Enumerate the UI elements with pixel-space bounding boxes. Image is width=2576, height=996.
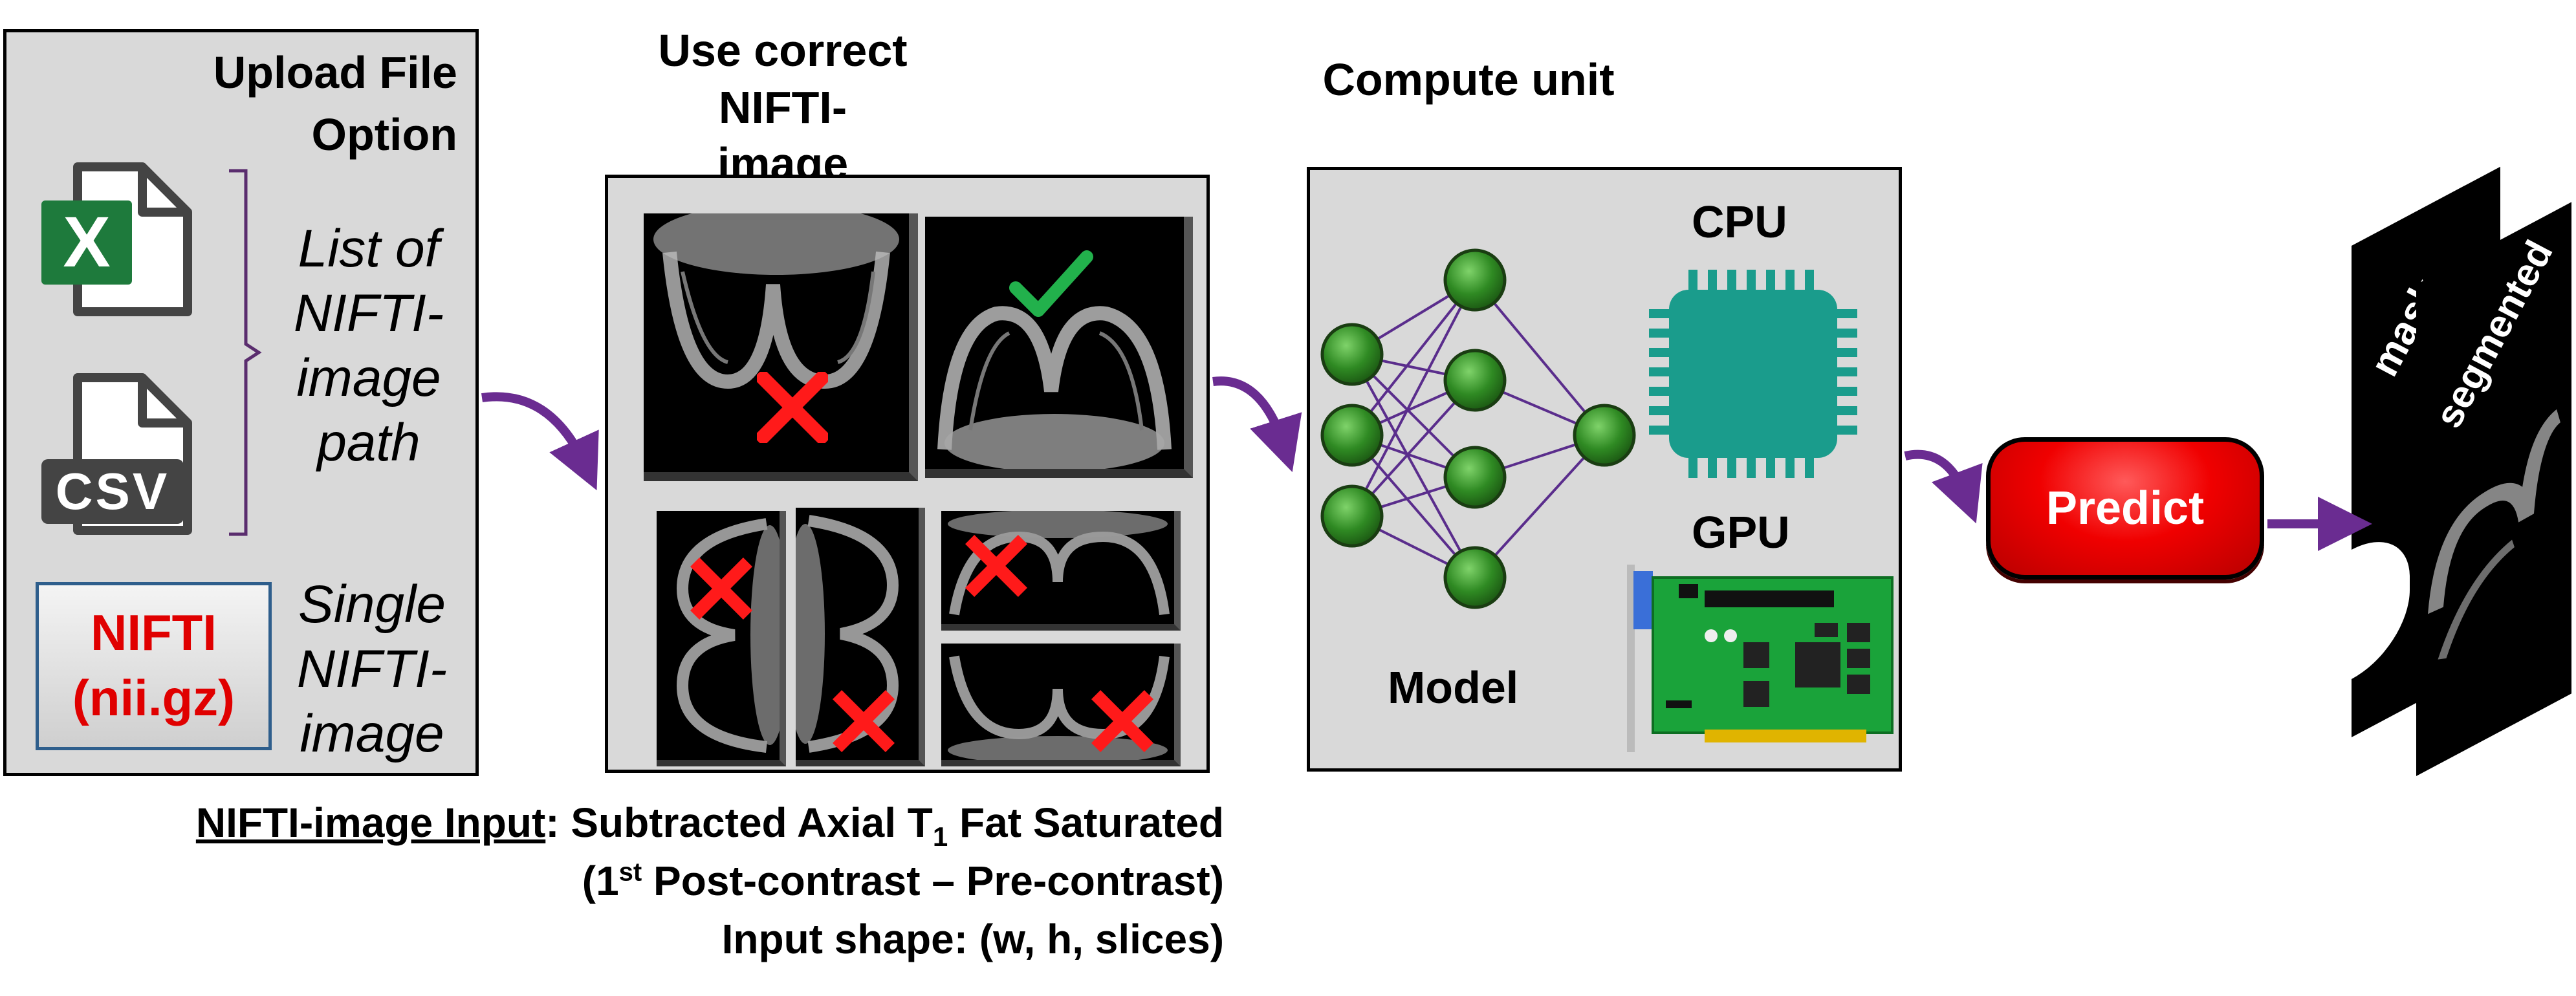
check-mark-icon [1009,250,1093,317]
segmented-output-image [2416,202,2571,776]
compute-panel: Model CPU GPU [1307,167,1902,772]
single-text-line1: Single [298,575,446,634]
upload-panel-title-line2: Option [311,109,457,160]
scan-upside-down [644,213,918,481]
caption-line1: NIFTI-image Input: Subtracted Axial T1 F… [196,799,1224,852]
arrow-upload-to-orientation [481,392,599,491]
list-text-line1: List of [298,219,440,278]
arrow-compute-to-predict [1904,449,1983,524]
orientation-title-line1: Use correct NIFTI- [658,25,908,133]
x-mark-icon-bottom-1 [690,558,752,620]
caption-line2-rest: Post-contrast – Pre-contrast) [642,858,1224,904]
mask-shape [2352,519,2410,679]
list-of-paths-text: List of NIFTI- image path [272,217,466,475]
orientation-panel [605,175,1210,773]
csv-file-icon: CSV [32,369,201,543]
list-text-line4: path [317,413,420,473]
list-text-line3: image [296,349,441,408]
list-text-line2: NIFTI- [293,284,444,343]
nifti-box-line1: NIFTI [91,604,217,661]
scan-correct [925,217,1193,478]
segmented-scan [2428,409,2562,660]
predict-button[interactable]: Predict [1986,437,2264,579]
csv-label: CSV [55,462,170,520]
single-text-line3: image [300,704,444,764]
upload-file-panel: Upload File Option X CSV List of NIFTI- … [3,29,479,776]
model-label: Model [1388,662,1519,713]
x-mark-icon-top-left [757,372,828,443]
caption-line2: (1st Post-contrast – Pre-contrast) [582,857,1224,905]
caption-line2-start: (1 [582,858,619,904]
caption-line2-sup: st [618,858,642,887]
gpu-card-icon [1627,565,1894,752]
caption-line1-tail: Fat Saturated [948,799,1224,846]
caption-line3: Input shape: (w, h, slices) [721,916,1224,962]
excel-file-icon: X [32,155,201,323]
gpu-label: GPU [1692,507,1790,558]
arrow-orientation-to-compute [1212,376,1302,473]
x-mark-icon-bottom-4 [1091,690,1153,752]
single-text-line2: NIFTI- [296,640,448,699]
caption-line1-sub: 1 [932,821,948,852]
list-bracket [229,169,262,536]
single-nifti-text: Single NIFTI- image [278,572,466,766]
cpu-chip-icon [1649,270,1857,478]
x-mark-icon-bottom-2 [833,690,895,752]
cpu-label: CPU [1692,197,1787,247]
compute-title: Compute unit [1322,54,1615,105]
caption-input-label: NIFTI-image Input [195,799,546,846]
x-mark-icon-bottom-3 [965,535,1027,597]
scan-rotated-left [657,511,786,766]
upload-panel-title-line1: Upload File [213,47,457,98]
excel-letter: X [63,202,111,282]
nifti-file-box: NIFTI (nii.gz) [36,582,272,750]
predict-label: Predict [2046,482,2205,534]
nifti-box-line2: (nii.gz) [72,669,235,726]
caption-line1-rest: : Subtracted Axial T [545,799,933,846]
neural-network-icon [1320,248,1636,609]
